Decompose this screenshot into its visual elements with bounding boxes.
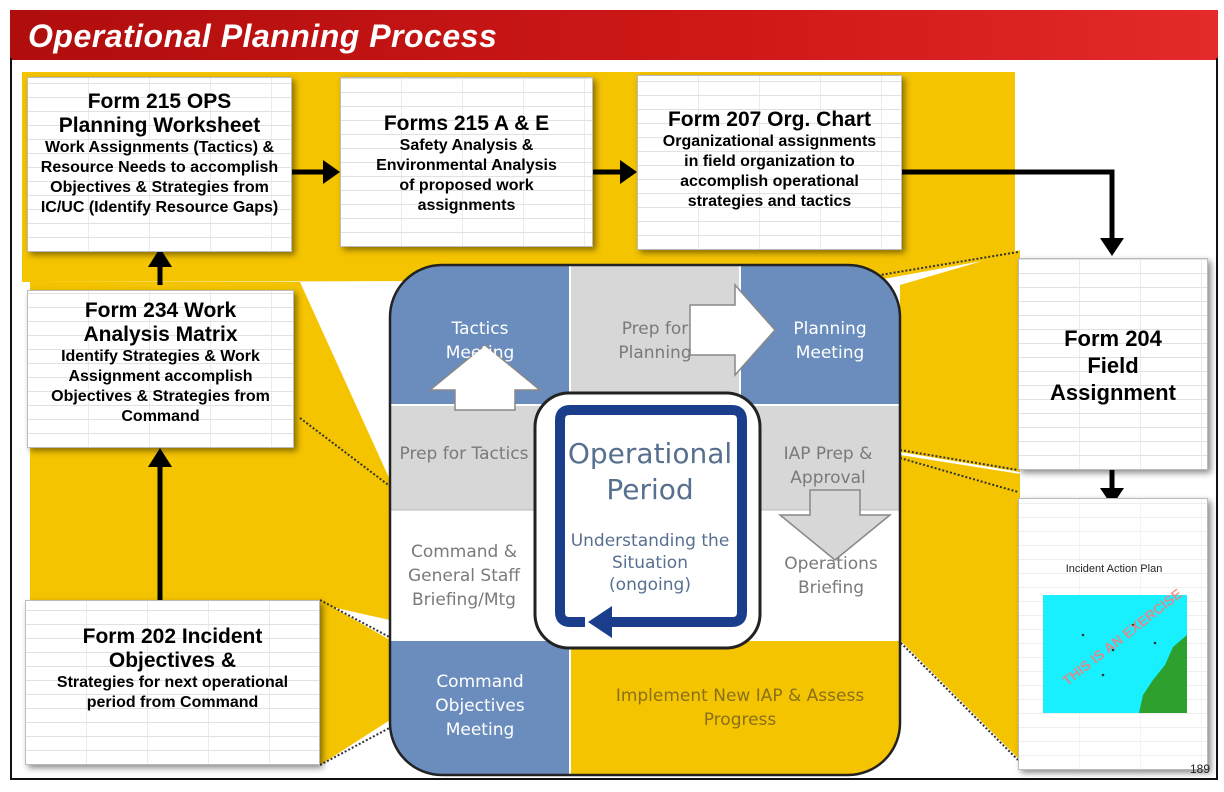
cycle-prep-tactics: Prep for Tactics [399, 444, 529, 464]
form-lines [26, 601, 319, 764]
form-202-title: Form 202 Incident Objectives & [82, 625, 263, 672]
cycle-operations-briefing: Operations Briefing [784, 554, 878, 598]
form-234-title: Form 234 Work Analysis Matrix [83, 299, 238, 346]
yellow-panel-right-lower [900, 455, 1020, 760]
cycle-implement-iap: Implement New IAP & Assess Progress [615, 686, 865, 730]
arrowhead [620, 160, 637, 184]
form-215-title: Form 215 OPS Planning Worksheet [58, 90, 261, 137]
arrowhead [323, 160, 340, 184]
yellow-panel-right [900, 250, 1020, 472]
center-loop-arrow [555, 405, 747, 627]
arrow-iap-down [777, 489, 893, 561]
cycle-command-gs-briefing: Command & General Staff Briefing/Mtg [408, 542, 520, 610]
center-box [533, 391, 762, 650]
form-lines [28, 78, 291, 251]
form-215ae-title: Forms 215 A & E [383, 112, 550, 135]
cycle-tactics-meeting: Tactics Meeting [445, 319, 515, 363]
form-lines [28, 291, 293, 447]
form-207-body: Organizational assignments in field orga… [662, 133, 877, 210]
form-215-body: Work Assignments (Tactics) & Resource Ne… [40, 139, 279, 216]
cycle-iap-prep: IAP Prep & Approval [783, 444, 873, 488]
arrow-prep-tactics-up [427, 344, 543, 411]
arrowhead [1100, 238, 1124, 256]
form-lines [341, 78, 592, 246]
arrow-prep-planning-right [689, 283, 777, 377]
form-234-body: Identify Strategies & Work Assignment ac… [51, 348, 270, 425]
center-loop-arrowhead [588, 606, 612, 638]
cycle-border [388, 263, 902, 777]
arrowhead [148, 248, 172, 267]
form-215-card: Form 215 OPS Planning Worksheet Work Ass… [27, 77, 292, 252]
page-number: 189 [1189, 762, 1210, 776]
funnel-edge [897, 639, 1019, 761]
iap-heading: Incident Action Plan [1065, 563, 1163, 575]
arrowhead [148, 448, 172, 467]
form-204-title: Form 204 Field Assignment [1050, 326, 1176, 405]
cycle-planning-meeting: Planning Meeting [793, 319, 867, 363]
form-202-body: Strategies for next operational period f… [56, 674, 289, 711]
funnel-edge [899, 457, 1019, 493]
cycle-prep-planning: Prep for Planning [618, 319, 692, 363]
iap-map-graphic [1081, 623, 1187, 713]
form-202-card: Form 202 Incident Objectives & Strategie… [25, 600, 320, 765]
arrow-207-to-204 [902, 169, 1115, 240]
form-234-card: Form 234 Work Analysis Matrix Identify S… [27, 290, 294, 448]
iap-card: Incident Action Plan THIS IS AN EXERCISE [1018, 498, 1208, 770]
arrowhead [1100, 488, 1124, 506]
page-title: Operational Planning Process [28, 18, 498, 54]
form-207-card: Form 207 Org. Chart Organizational assig… [637, 75, 902, 250]
form-215ae-body: Safety Analysis & Environmental Analysis… [376, 137, 557, 214]
iap-map [1043, 595, 1187, 713]
form-lines [638, 76, 901, 249]
slide-frame [10, 58, 1218, 780]
form-204-card: Form 204 Field Assignment [1018, 258, 1208, 470]
form-lines [1019, 259, 1207, 469]
center-title: Operational Period [567, 437, 733, 506]
center-subtitle: Understanding the Situation (ongoing) [570, 531, 730, 595]
yellow-panel-bottom-left [320, 600, 390, 765]
title-bar: Operational Planning Process [10, 10, 1218, 60]
cycle-command-objectives: Command Objectives Meeting [435, 672, 525, 740]
form-215ae-card: Forms 215 A & E Safety Analysis & Enviro… [340, 77, 593, 247]
form-207-title: Form 207 Org. Chart [667, 108, 872, 131]
